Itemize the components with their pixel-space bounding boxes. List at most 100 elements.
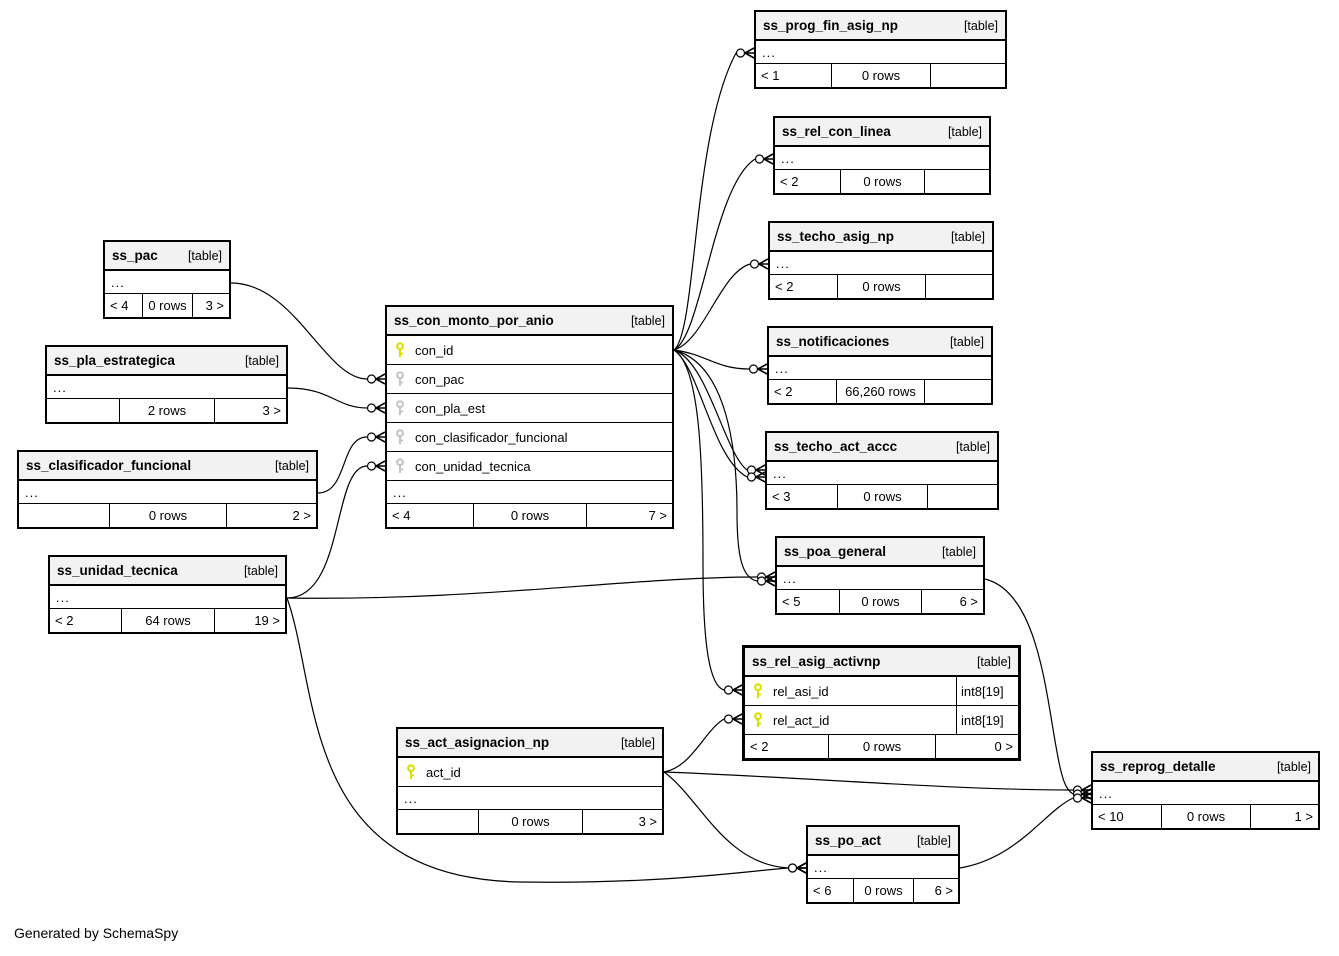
table-header: ss_techo_asig_np [table]	[770, 223, 992, 252]
table-stats: < 2 0 rows	[770, 275, 992, 298]
table-stats: < 2 0 rows 0 >	[745, 735, 1018, 758]
hidden-columns-ellipsis: ...	[19, 481, 316, 504]
child-count: 19 >	[213, 609, 285, 632]
table-name[interactable]: ss_pla_estrategica	[54, 353, 175, 368]
relationship-line	[673, 349, 758, 582]
parent-count: < 1	[761, 68, 780, 83]
parent-count: < 10	[1098, 809, 1124, 824]
parent-count: < 2	[55, 613, 74, 628]
parent-count: < 4	[392, 508, 411, 523]
table-header: ss_po_act [table]	[808, 827, 958, 856]
table-ss_prog_fin_asig_np[interactable]: ss_prog_fin_asig_np [table] ... < 1 0 ro…	[754, 10, 1007, 89]
column-row-con_pac[interactable]: con_pac	[387, 365, 672, 394]
cardinality-circle-icon	[787, 863, 798, 873]
table-header: ss_clasificador_funcional [table]	[19, 452, 316, 481]
relationship-line	[663, 718, 725, 773]
relationship-line	[984, 578, 1074, 795]
column-row-con_unidad_tecnica[interactable]: con_unidad_tecnica	[387, 452, 672, 481]
table-ss_pla_estrategica[interactable]: ss_pla_estrategica [table] ... 2 rows 3 …	[45, 345, 288, 424]
relationship-line	[673, 349, 750, 370]
parent-count: < 5	[782, 594, 801, 609]
table-ss_rel_asig_activnp[interactable]: ss_rel_asig_activnp [table] rel_asi_id i…	[742, 645, 1021, 761]
row-count: 0 rows	[839, 590, 920, 613]
table-type-tag: [table]	[949, 334, 984, 349]
table-ss_po_act[interactable]: ss_po_act [table] ... < 6 0 rows 6 >	[806, 825, 960, 904]
table-ss_poa_general[interactable]: ss_poa_general [table] ... < 5 0 rows 6 …	[775, 536, 985, 615]
column-row-con_clasificador_funcional[interactable]: con_clasificador_funcional	[387, 423, 672, 452]
child-count: 6 >	[912, 879, 958, 902]
table-name[interactable]: ss_poa_general	[784, 544, 887, 559]
cardinality-circle-icon	[756, 576, 767, 586]
relationship-line	[673, 349, 748, 478]
crow-foot-icon	[744, 47, 755, 59]
table-stats: < 2 0 rows	[775, 170, 989, 193]
relationship-line	[959, 797, 1074, 869]
child-count: 0 >	[935, 735, 1018, 758]
column-row-con_pla_est[interactable]: con_pla_est	[387, 394, 672, 423]
row-count: 0 rows	[831, 64, 929, 87]
parent-count	[19, 504, 109, 527]
table-ss_techo_asig_np[interactable]: ss_techo_asig_np [table] ... < 2 0 rows	[768, 221, 994, 300]
relationship-ss_con_monto_por_anio.con_id->ss_rel_con_linea	[673, 153, 774, 351]
table-stats: < 1 0 rows	[756, 64, 1005, 87]
table-ss_pac[interactable]: ss_pac [table] ... < 4 0 rows 3 >	[103, 240, 231, 319]
table-name[interactable]: ss_pac	[112, 248, 158, 263]
relationship-ss_act_asignacion_np.act_id->ss_rel_asig_activnp.rel_act_id	[663, 713, 743, 773]
column-row-rel_asi_id[interactable]: rel_asi_id int8[19]	[745, 677, 1018, 706]
table-stats: < 3 0 rows	[767, 485, 997, 508]
table-type-tag: [table]	[187, 248, 222, 263]
table-name[interactable]: ss_rel_con_linea	[782, 124, 891, 139]
crow-foot-icon	[375, 373, 386, 385]
table-ss_techo_act_accc[interactable]: ss_techo_act_accc [table] ... < 3 0 rows	[765, 431, 999, 510]
relationship-line	[230, 282, 368, 380]
column-row-con_id[interactable]: con_id	[387, 336, 672, 365]
relationship-line	[673, 349, 725, 691]
table-ss_act_asignacion_np[interactable]: ss_act_asignacion_np [table] act_id ... …	[396, 727, 664, 835]
table-header: ss_rel_con_linea [table]	[775, 118, 989, 147]
relationship-line	[286, 576, 758, 599]
table-name[interactable]: ss_unidad_tecnica	[57, 563, 178, 578]
table-name[interactable]: ss_reprog_detalle	[1100, 759, 1216, 774]
table-name[interactable]: ss_clasificador_funcional	[26, 458, 192, 473]
relationship-line	[286, 597, 789, 883]
parent-count: < 2	[750, 739, 769, 754]
child-count: 2 >	[225, 504, 316, 527]
table-ss_rel_con_linea[interactable]: ss_rel_con_linea [table] ... < 2 0 rows	[773, 116, 991, 195]
crow-foot-icon	[1081, 792, 1092, 804]
table-type-tag: [table]	[244, 353, 279, 368]
table-ss_clasificador_funcional[interactable]: ss_clasificador_funcional [table] ... 0 …	[17, 450, 318, 529]
column-type: int8[19]	[956, 677, 1018, 705]
table-name[interactable]: ss_act_asignacion_np	[405, 735, 550, 750]
table-ss_notificaciones[interactable]: ss_notificaciones [table] ... < 2 66,260…	[767, 326, 993, 405]
relationship-ss_con_monto_por_anio.con_id->ss_prog_fin_asig_np	[673, 47, 755, 351]
relationship-ss_pla_estrategica->ss_con_monto_por_anio.con_pla_est	[287, 387, 386, 414]
relationship-ss_clasificador_funcional->ss_con_monto_por_anio.con_clasificador_funcional	[317, 431, 386, 494]
cardinality-circle-icon	[366, 403, 377, 413]
table-name[interactable]: ss_notificaciones	[776, 334, 890, 349]
parent-count	[398, 810, 478, 833]
table-ss_con_monto_por_anio[interactable]: ss_con_monto_por_anio [table] con_id con…	[385, 305, 674, 529]
table-name[interactable]: ss_po_act	[815, 833, 882, 848]
table-header: ss_techo_act_accc [table]	[767, 433, 997, 462]
table-header: ss_pac [table]	[105, 242, 229, 271]
column-name: con_id	[415, 342, 454, 358]
relationship-line	[663, 771, 789, 869]
table-name[interactable]: ss_rel_asig_activnp	[752, 654, 881, 669]
table-ss_unidad_tecnica[interactable]: ss_unidad_tecnica [table] ... < 2 64 row…	[48, 555, 287, 634]
relationship-ss_con_monto_por_anio.con_id->ss_techo_act_accc	[673, 349, 766, 476]
child-count: 7 >	[585, 504, 672, 527]
table-name[interactable]: ss_prog_fin_asig_np	[763, 18, 899, 33]
crow-foot-icon	[755, 464, 766, 476]
relationship-line	[287, 387, 368, 409]
column-row-act_id[interactable]: act_id	[398, 758, 662, 787]
table-header: ss_rel_asig_activnp [table]	[745, 648, 1018, 677]
table-name[interactable]: ss_con_monto_por_anio	[394, 313, 554, 328]
row-count: 0 rows	[836, 485, 928, 508]
table-name[interactable]: ss_techo_asig_np	[777, 229, 895, 244]
hidden-columns-ellipsis: ...	[1093, 782, 1318, 805]
table-ss_reprog_detalle[interactable]: ss_reprog_detalle [table] ... < 10 0 row…	[1091, 751, 1320, 830]
parent-count: < 2	[780, 174, 799, 189]
table-name[interactable]: ss_techo_act_accc	[774, 439, 898, 454]
column-row-rel_act_id[interactable]: rel_act_id int8[19]	[745, 706, 1018, 735]
relationship-ss_po_act->ss_reprog_detalle	[959, 792, 1092, 869]
